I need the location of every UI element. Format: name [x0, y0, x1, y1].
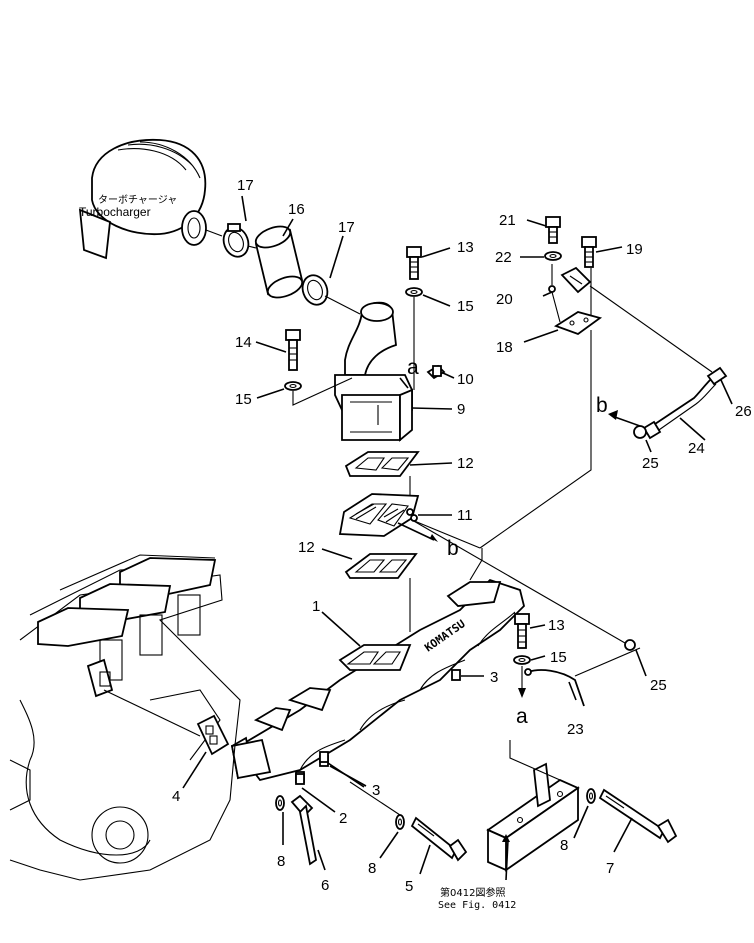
label-22: 22 — [495, 249, 512, 266]
label-20: 20 — [496, 291, 513, 308]
label-3a: 3 — [490, 669, 498, 686]
label-24: 24 — [688, 440, 705, 457]
bracket — [486, 762, 580, 872]
bolt-13-top — [406, 246, 422, 280]
washer-8-a — [275, 795, 285, 811]
clamp-17-left — [222, 223, 250, 258]
bolt-6 — [290, 794, 317, 866]
gasket-4 — [196, 714, 230, 756]
stud-3-lower — [319, 751, 329, 763]
elbow-9 — [334, 301, 413, 442]
label-8a: 8 — [277, 853, 285, 870]
label-12a: 12 — [457, 455, 474, 472]
bolt-7 — [598, 788, 678, 844]
turbocharger: ターボチャージャ Turbocharger — [78, 138, 207, 260]
label-16: 16 — [288, 201, 305, 218]
turbocharger-label-jp: ターボチャージャ — [98, 194, 177, 206]
bolt-14 — [285, 329, 301, 371]
label-4: 4 — [172, 788, 180, 805]
label-15a: 15 — [457, 298, 474, 315]
letter-a-bottom: a — [516, 705, 528, 728]
label-17a: 17 — [237, 177, 254, 194]
label-15c: 15 — [550, 649, 567, 666]
label-18: 18 — [496, 339, 513, 356]
label-25b: 25 — [650, 677, 667, 694]
hose-16 — [254, 225, 304, 299]
engine-block — [9, 554, 241, 881]
washer-8-c — [586, 788, 596, 804]
see-ref-en: See Fig. 0412 — [438, 900, 516, 911]
letter-a-top: a — [407, 356, 419, 379]
washer-22 — [544, 251, 562, 261]
sensor-20 — [548, 266, 592, 294]
turbocharger-label-en: Turbocharger — [79, 205, 151, 219]
label-7: 7 — [606, 860, 614, 877]
label-11: 11 — [457, 507, 473, 524]
letter-b-mid: b — [447, 537, 459, 560]
label-21: 21 — [499, 212, 516, 229]
washer-15-left — [284, 381, 302, 391]
label-26: 26 — [735, 403, 752, 420]
label-17b: 17 — [338, 219, 355, 236]
washer-8-b — [395, 814, 405, 830]
washer-15-lower — [513, 655, 531, 665]
letter-b-right: b — [596, 394, 608, 417]
tube-23 — [524, 639, 641, 707]
hose-24 — [633, 377, 717, 440]
label-2: 2 — [339, 810, 347, 827]
label-8c: 8 — [560, 837, 568, 854]
label-25a: 25 — [642, 455, 659, 472]
label-23: 23 — [567, 721, 584, 738]
label-9: 9 — [457, 401, 465, 418]
label-1: 1 — [312, 598, 320, 615]
see-ref-jp: 第0412図参照 — [440, 886, 505, 899]
gasket-12-lower — [344, 553, 418, 579]
label-3b: 3 — [372, 782, 380, 799]
stud-2 — [295, 773, 305, 785]
gasket-12-top — [344, 451, 420, 477]
connector-11 — [338, 493, 420, 537]
exhaust-manifold-1: KOMATSU — [230, 578, 525, 783]
bolt-13-lower — [514, 613, 530, 649]
label-6: 6 — [321, 877, 329, 894]
label-14: 14 — [235, 334, 252, 351]
label-19: 19 — [626, 241, 643, 258]
label-8b: 8 — [368, 860, 376, 877]
label-13a: 13 — [457, 239, 474, 256]
label-5: 5 — [405, 878, 413, 895]
label-10: 10 — [457, 371, 474, 388]
label-15b: 15 — [235, 391, 252, 408]
fitting-26 — [706, 366, 728, 386]
plug-10 — [426, 364, 446, 380]
bolt-21 — [545, 216, 561, 244]
part-labels: 17 16 17 13 15 14 15 10 9 12 11 12 1 3 3… — [172, 177, 752, 911]
bolt-19 — [581, 236, 597, 268]
bolt-5 — [410, 816, 468, 862]
washer-15-top — [405, 287, 423, 297]
bracket-18 — [553, 311, 603, 336]
label-12b: 12 — [298, 539, 315, 556]
clamp-17-right — [301, 274, 329, 306]
label-13b: 13 — [548, 617, 565, 634]
